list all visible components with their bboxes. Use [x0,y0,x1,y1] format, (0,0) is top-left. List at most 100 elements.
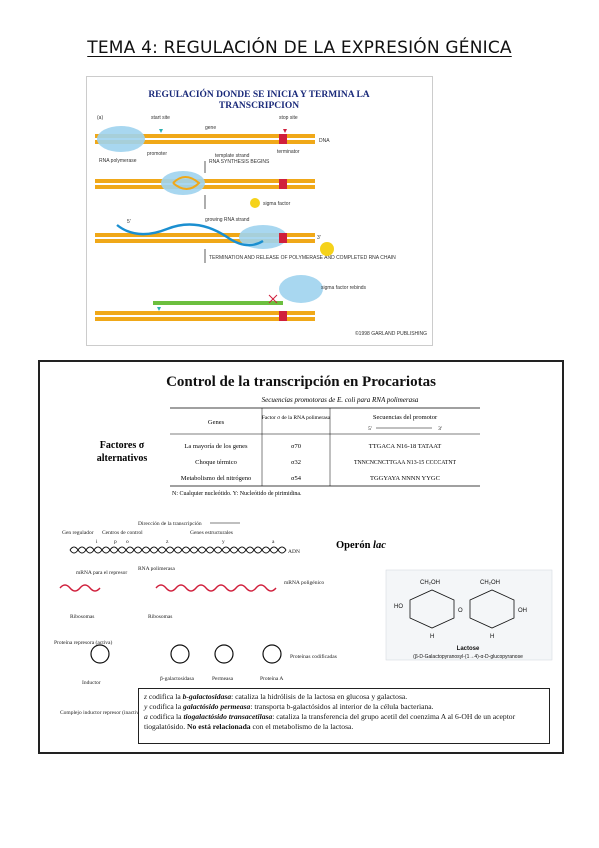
table-row3-gene: Metabolismo del nitrógeno [181,475,251,482]
dna-helix-a [69,546,287,554]
growing-rna-label: growing RNA strand [205,217,250,223]
h-right-label: H [490,634,494,640]
side-label-line1: Factores σ [100,440,145,451]
sigma-factor-1 [250,198,260,208]
definitions-box: z codifica la b-galactosidasa: cataliza … [138,688,550,744]
proteina-represora-label: Proteína represora (activa) [54,639,112,646]
repressor-protein-shape [90,644,110,664]
mrna-right-label: mRNA poligénico [284,580,324,586]
table-caption: Secuencias promotoras de E. coli para RN… [262,396,419,404]
table-row2-factor: σ32 [291,459,301,466]
gen-regulador-label: Gen regulador [62,530,94,536]
dna-helix-b [69,546,287,554]
released-polymerase [279,275,323,303]
table-header-genes: Genes [208,419,225,426]
figure-credit: ©1998 GARLAND PUBLISHING [355,330,427,337]
table-row2-gene: Choque térmico [195,459,237,466]
direction-label: Dirección de la transcripción [138,521,202,527]
template-strand-label: template strand [215,153,250,159]
figure1-heading-line2: TRANSCRIPCION [219,101,299,111]
stop-site-marker [283,129,287,133]
gene-letter-y: y [222,539,225,545]
inductor-label: Inductor [82,680,101,686]
terminator-block-2 [279,179,287,189]
table-row1-seq: TTGACA N16-18 TATAAT [369,443,442,450]
table-row1-factor: σ70 [291,443,301,450]
bridge-o-label: O [458,608,463,614]
dna-strand-bottom-3 [95,239,315,243]
table-header-sequences: Secuencias del promotor [373,414,438,421]
ribosomas-left-label: Ribosomas [70,614,94,620]
gene-letter-i: i [96,539,98,545]
genes-estructurales-label: Genes estructurales [190,530,233,536]
gene-letter-z: z [166,539,169,545]
adn-label: ADN [288,549,300,555]
direction-to: 3' [438,426,442,432]
termination-label: TERMINATION AND RELEASE OF POLYMERASE AN… [209,255,396,261]
start-site-label: start site [151,115,170,121]
gene-letter-p: p [114,539,117,545]
terminator-label: terminator [277,149,300,155]
definition-y: y codifica la galactósido permeasa: tran… [144,702,434,711]
figure1-heading-line1: REGULACIÓN DONDE SE INICIA Y TERMINA LA [148,88,369,100]
page-title: TEMA 4: REGULACIÓN DE LA EXPRESIÓN GÉNIC… [87,38,512,58]
operon-diagram: Dirección de la transcripción Gen regula… [54,521,337,716]
permeasa-label: Permeasa [212,676,234,682]
side-label-line2: alternativos [97,453,148,464]
gene-letter-a: a [272,539,275,545]
proteinas-codificadas-label: Proteínas codificadas [290,653,337,660]
ho-label: HO [394,604,403,610]
dna-label: DNA [319,138,330,144]
rna-polymerase-3 [239,225,287,249]
dna-strand-top-1 [95,134,315,138]
lactose-structure: CH₂OH CH₂OH HO O OH H H Lactose (β-D-Gal… [385,569,553,661]
dna-strand-bottom-4 [95,317,315,321]
dna-strand-top-2 [95,179,315,183]
direction-from: 5' [368,426,372,432]
rna-polymerase-label: RNA polymerase [99,158,137,164]
lactose-caption: Lactose [457,646,480,652]
procariotas-diagram: Control de la transcripción en Procariot… [54,374,553,716]
ribosomas-right-label: Ribosomas [148,614,172,620]
galactose-ring [409,589,455,629]
stop-site-label: stop site [279,115,298,121]
gene-label: gene [205,125,216,131]
definition-a: a codifica la tiogalactósido transacetil… [144,712,516,731]
beta-gal-shape [170,644,190,664]
dna-strand-bottom-1 [95,140,315,144]
beta-gal-label: β-galactosidasa [160,676,195,682]
rna-polimerasa-label: RNA polimerasa [138,566,175,572]
sigma-factor-label: sigma factor [263,201,291,207]
rna-polymerase-2 [161,171,205,195]
definition-z: z codifica la b-galactosidasa: cataliza … [144,692,408,701]
mrna-polygenic-wave [155,584,277,592]
operon-title: Operón lac [336,540,386,551]
transcription-bubble-2 [172,176,201,190]
promoter-label: promoter [147,151,167,157]
table-row1-gene: La mayoría de los genes [184,443,248,450]
terminator-block-1 [279,134,287,144]
table-header-factor: Factor σ de la RNA polimerasa [262,415,331,421]
sigma-rebinds-label: sigma factor rebinds [321,285,367,291]
ch2oh-left: CH₂OH [420,580,440,586]
procariotas-figure: Control de la transcripción en Procariot… [38,360,564,754]
growing-rna-strand [116,223,264,247]
lactose-systematic: (β-D-Galactopyranosyl-(1→4)-α-D-glucopyr… [413,654,523,660]
three-prime-label-1: 3' [317,235,321,241]
terminator-block-4 [279,311,287,321]
five-prime-label-1: 5' [127,219,131,225]
ch2oh-right: CH₂OH [480,580,500,586]
promoter-table: Genes Factor σ de la RNA polimerasa Secu… [170,407,480,497]
mrna-repressor-wave [59,584,101,592]
permeasa-shape [214,644,234,664]
table-row2-seq: TNNCNCNCTTGAA N13-15 CCCCATNT [354,460,457,466]
proteina-a-label: Proteína A [260,676,283,682]
complejo-label: Complejo inductor represor (inactivo) [60,709,144,716]
table-footnote: N: Cualquier nucleótido. Y: Nucleótido d… [172,491,302,497]
dna-strand-top-3 [95,233,315,237]
figure2-heading: Control de la transcripción en Procariot… [166,374,436,390]
oh-right-label: OH [518,608,527,614]
start-site-marker-4 [157,307,161,311]
h-left-label: H [430,634,434,640]
proteina-a-shape [262,644,282,664]
